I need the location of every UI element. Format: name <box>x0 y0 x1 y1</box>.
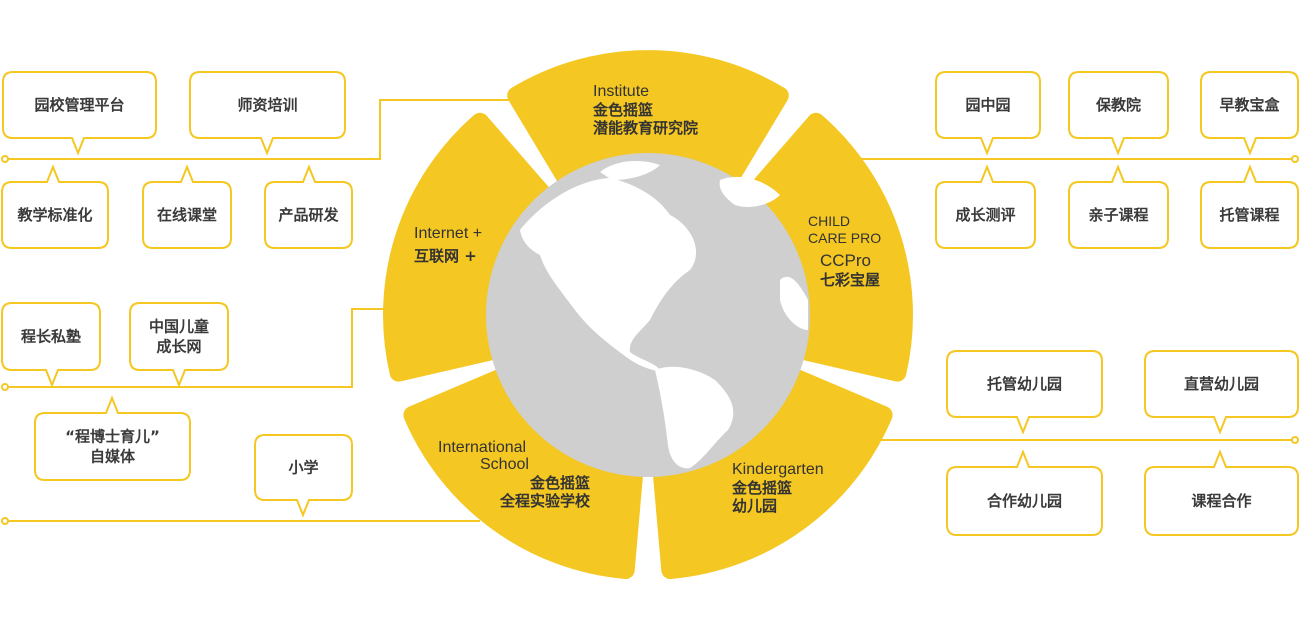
bubble-card[interactable]: 托管课程 <box>1200 164 1299 249</box>
endpoint-dot <box>1 517 9 525</box>
bubble-outline <box>129 302 229 388</box>
bubble-label: 直营幼儿园 <box>1184 375 1259 393</box>
bubble-label: 园校管理平台 <box>34 96 124 114</box>
bubble-card[interactable]: 课程合作 <box>1144 449 1299 536</box>
petal-school-zh1: 金色摇篮 <box>529 474 590 493</box>
petal-ccpro[interactable]: CHILD CARE PRO CCPro 七彩宝屋 <box>808 213 881 289</box>
bubble-outline <box>1200 164 1299 249</box>
bubble-label: 合作幼儿园 <box>986 492 1062 510</box>
bubble-label: 产品研发 <box>278 206 339 224</box>
bubble-card[interactable]: 产品研发 <box>264 164 353 249</box>
bubble-card[interactable]: 小学 <box>254 434 353 518</box>
bubble-card[interactable]: 在线课堂 <box>142 164 232 249</box>
endpoint-dot <box>1291 155 1299 163</box>
petal-institute-zh1: 金色摇篮 <box>593 101 654 120</box>
petal-kindergarten-zh2: 幼儿园 <box>732 497 778 516</box>
bubble-outline <box>34 395 191 481</box>
petal-kindergarten[interactable]: Kindergarten 金色摇篮 幼儿园 <box>732 460 824 515</box>
bubble-label: “程博士育儿” <box>65 428 160 446</box>
bubble-outline <box>1068 164 1169 249</box>
connector-left-middle <box>8 308 392 388</box>
bubble-outline <box>254 434 353 518</box>
bubble-card[interactable]: 直营幼儿园 <box>1144 350 1299 435</box>
bubble-card[interactable]: 合作幼儿园 <box>946 449 1103 536</box>
bubble-outline <box>946 350 1103 435</box>
endpoint-dot <box>1291 436 1299 444</box>
bubble-card[interactable]: 成长测评 <box>935 164 1036 249</box>
bubble-label: 成长测评 <box>955 206 1015 224</box>
bubble-label: 托管课程 <box>1219 206 1279 224</box>
bubble-label: 小学 <box>288 459 318 477</box>
petal-internet-zh: 互联网 + <box>414 247 477 266</box>
bubble-label: 早教宝盒 <box>1219 96 1280 114</box>
petal-school[interactable]: International School 金色摇篮 全程实验学校 <box>430 438 590 510</box>
bubble-card[interactable]: 师资培训 <box>189 71 346 156</box>
bubble-card[interactable]: 园中园 <box>935 71 1041 156</box>
bubble-label: 亲子课程 <box>1088 206 1148 224</box>
bubble-card[interactable]: 亲子课程 <box>1068 164 1169 249</box>
petal-school-zh2: 全程实验学校 <box>499 492 590 511</box>
bubble-label: 托管幼儿园 <box>987 375 1062 393</box>
bubble-label: 自媒体 <box>90 448 136 466</box>
bubble-label: 保教院 <box>1095 96 1141 114</box>
bubble-card[interactable]: 园校管理平台 <box>2 71 157 156</box>
bubble-outline <box>1144 350 1299 435</box>
bubble-outline <box>1 164 109 249</box>
petal-institute-en: Institute <box>593 83 650 100</box>
bubble-label: 程长私塾 <box>21 328 81 346</box>
bubble-outline <box>1200 71 1299 156</box>
endpoint-dot <box>1 155 9 163</box>
bubble-label: 师资培训 <box>237 96 297 114</box>
bubble-outline <box>935 71 1041 156</box>
bubble-outline <box>1144 449 1299 536</box>
bubble-outline <box>2 71 157 156</box>
petal-school-en2: School <box>480 456 529 474</box>
bubble-label: 成长网 <box>156 338 201 356</box>
petal-ccpro-brand: CCPro <box>820 250 872 270</box>
bubble-layer: 园校管理平台师资培训教学标准化在线课堂产品研发程长私塾中国儿童成长网“程博士育儿… <box>1 71 1299 536</box>
bubble-label: 在线课堂 <box>157 206 217 224</box>
bubble-outline <box>946 449 1103 536</box>
bubble-card[interactable]: “程博士育儿” 自媒体 <box>34 395 191 481</box>
petal-ccpro-zh: 七彩宝屋 <box>820 270 881 289</box>
bubble-outline <box>142 164 232 249</box>
petal-institute[interactable]: Institute 金色摇篮 潜能教育研究院 <box>593 82 698 137</box>
bubble-card[interactable]: 早教宝盒 <box>1200 71 1299 156</box>
bubble-label: 园中园 <box>965 96 1010 114</box>
endpoint-dot <box>1 383 9 391</box>
bubble-outline <box>1068 71 1169 156</box>
petal-internet[interactable]: Internet + 互联网 + <box>414 224 482 265</box>
bubble-label: 中国儿童 <box>149 318 209 336</box>
bubble-outline <box>264 164 353 249</box>
bubble-outline <box>935 164 1036 249</box>
globe-icon <box>486 153 810 477</box>
bubble-card[interactable]: 托管幼儿园 <box>946 350 1103 435</box>
petal-internet-en: Internet + <box>414 225 483 242</box>
petal-ccpro-en2: CARE PRO <box>808 229 882 246</box>
petal-school-en1: International <box>438 439 527 456</box>
petal-kindergarten-en: Kindergarten <box>732 461 824 478</box>
bubble-card[interactable]: 保教院 <box>1068 71 1169 156</box>
bubble-label: 教学标准化 <box>16 206 92 224</box>
petal-institute-zh2: 潜能教育研究院 <box>593 119 699 138</box>
bubble-card[interactable]: 程长私塾 <box>1 302 101 388</box>
connector-left-top <box>8 99 525 160</box>
petal-ccpro-en1: CHILD <box>808 213 851 229</box>
bubble-outline <box>189 71 346 156</box>
bubble-label: 课程合作 <box>1191 492 1251 510</box>
bubble-outline <box>1 302 101 388</box>
bubble-card[interactable]: 教学标准化 <box>1 164 109 249</box>
connector-lines <box>1 99 1299 525</box>
petal-kindergarten-zh1: 金色摇篮 <box>732 479 793 498</box>
